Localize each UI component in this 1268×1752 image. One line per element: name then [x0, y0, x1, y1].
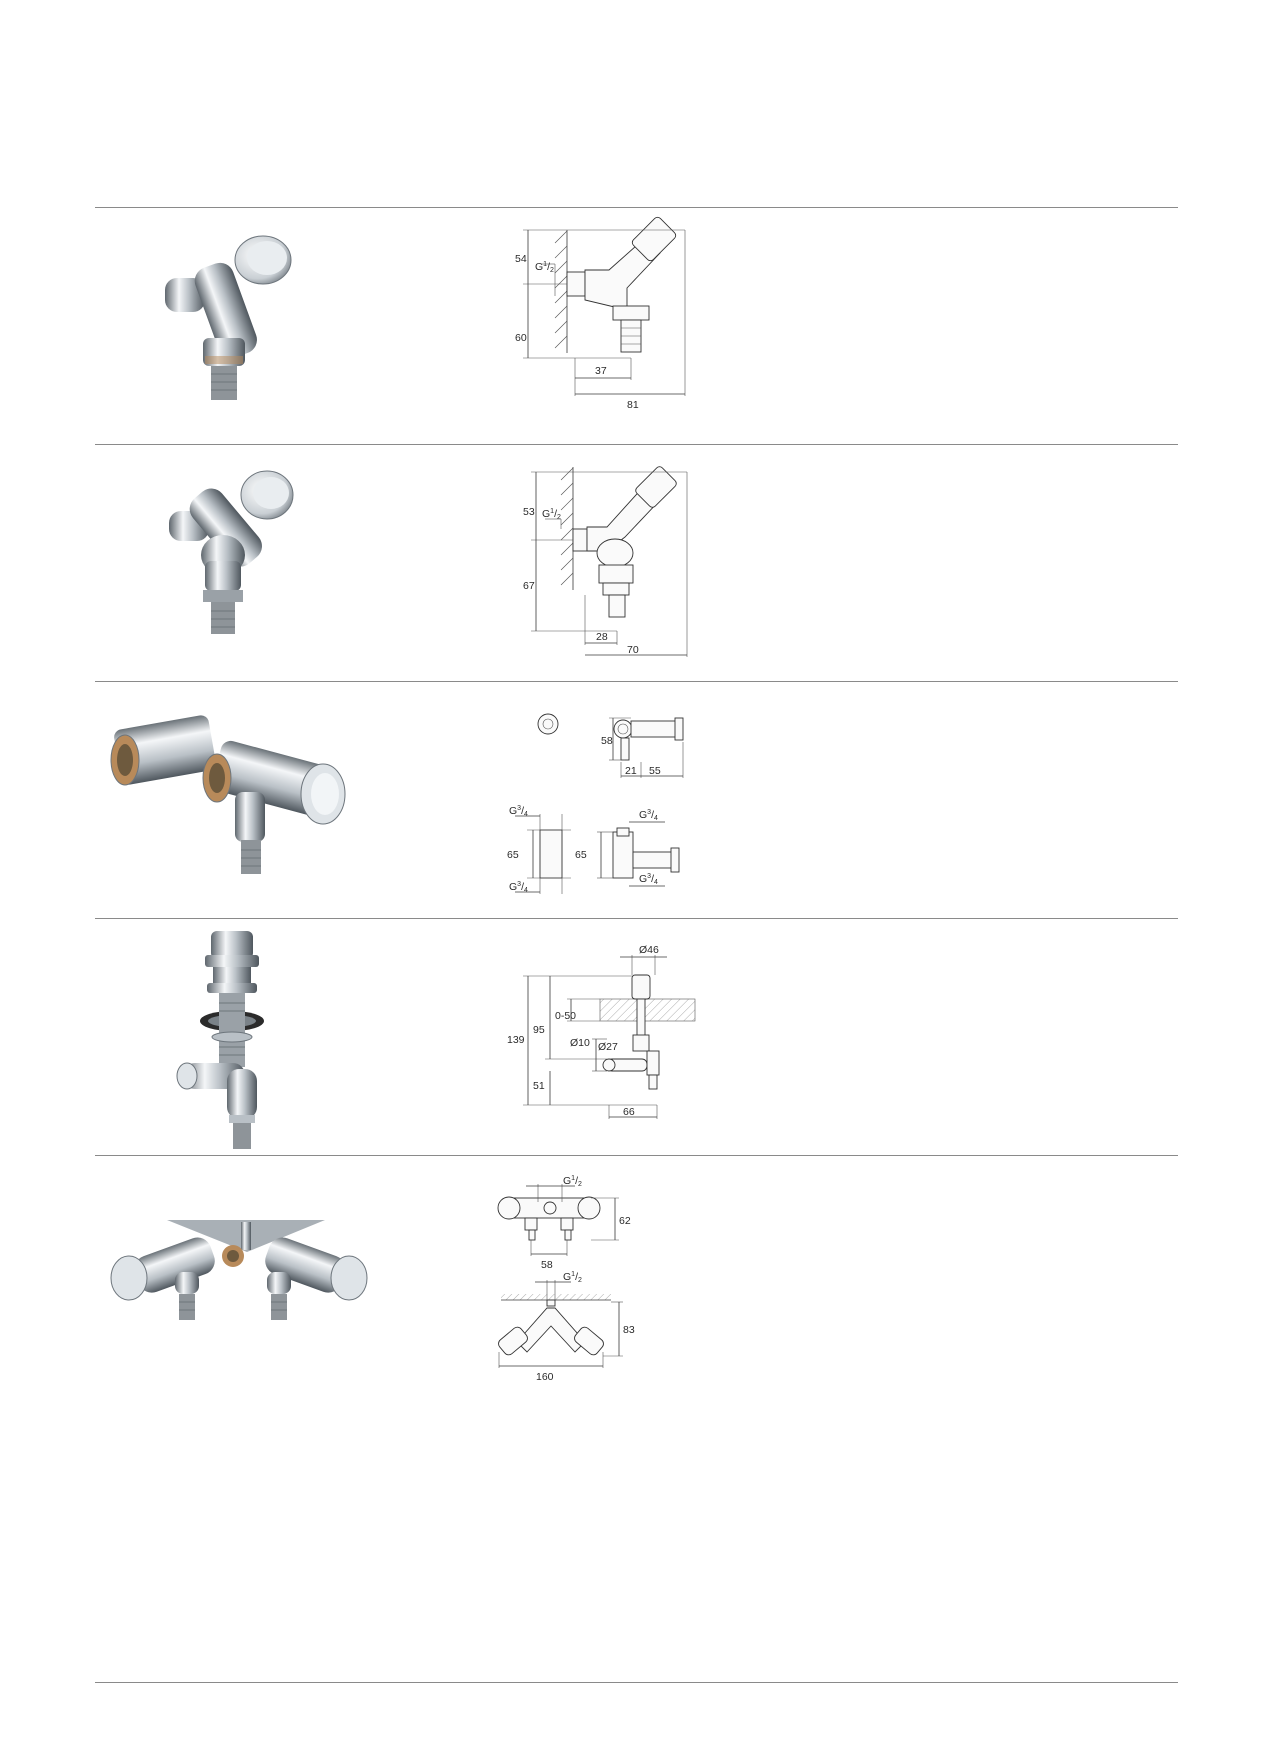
dim-width: 70: [627, 644, 639, 656]
product-photo: [95, 682, 425, 918]
dim-height: 60: [515, 332, 527, 344]
dim-thread-front: G1/2: [563, 1271, 582, 1284]
product-row-4: Ø46 139 0-50 95 Ø10 Ø27 51 66: [95, 919, 1178, 1155]
dim-dia-small: Ø10: [570, 1037, 590, 1049]
technical-drawing: 53 G1/2 67 28 70: [395, 445, 815, 681]
technical-drawing: 54 G1/2 60 37 81: [395, 208, 815, 444]
product-photo: [95, 208, 425, 444]
dim-offset: 28: [596, 631, 608, 643]
product-row-1: 54 G1/2 60 37 81: [95, 208, 1178, 444]
dim-dia-top: Ø46: [639, 944, 659, 956]
dim-len-right: 65: [575, 849, 587, 861]
divider-rule: [95, 918, 1178, 919]
technical-drawing: Ø46 139 0-50 95 Ø10 Ø27 51 66: [395, 919, 815, 1155]
divider-rule: [95, 1155, 1178, 1156]
divider-rule: [95, 681, 1178, 682]
dim-offset-a: 21: [625, 765, 637, 777]
product-row-2: 53 G1/2 67 28 70: [95, 445, 1178, 681]
dim-height: 83: [623, 1324, 635, 1336]
concealed-wall-valve-icon: [176, 931, 264, 1149]
dim-thread: G1/2: [535, 261, 554, 274]
dim-len-left: 65: [507, 849, 519, 861]
dim-bottom: 51: [533, 1080, 545, 1092]
technical-drawing: 58 21 55 G3/4 65 G3/4: [395, 682, 815, 918]
dim-range: 0-50: [555, 1010, 576, 1022]
dim-thread-top: G3/4: [509, 805, 528, 818]
product-photo: [95, 919, 425, 1155]
dim-width: 81: [627, 399, 639, 411]
dim-thread-bottom: G3/4: [509, 881, 528, 894]
product-photo: [95, 445, 425, 681]
dim-offset: 66: [623, 1106, 635, 1118]
product-photo: [95, 1156, 425, 1392]
angle-washing-machine-valve-icon: [165, 235, 292, 400]
divider-rule: [95, 207, 1178, 208]
double-outlet-valve-icon: [110, 1220, 368, 1320]
dim-thread: G1/2: [542, 508, 561, 521]
product-row-3: 58 21 55 G3/4 65 G3/4: [95, 682, 1178, 918]
dim-thread-right-bottom: G3/4: [639, 873, 658, 886]
dim-depth: 62: [619, 1215, 631, 1227]
product-row-5: G1/2 62 58 G1/2 83 160: [95, 1156, 1178, 1392]
angle-valve-with-check-valve-icon: [169, 470, 294, 634]
dim-dia-mid: Ø27: [598, 1041, 618, 1053]
dim-thread-right-top: G3/4: [639, 809, 658, 822]
technical-drawing: G1/2 62 58 G1/2 83 160: [395, 1156, 815, 1392]
dim-width: 160: [536, 1371, 554, 1383]
divider-rule: [95, 444, 1178, 445]
dim-height: 67: [523, 580, 535, 592]
dim-thread-top: G1/2: [563, 1175, 582, 1188]
dim-offset: 37: [595, 365, 607, 377]
dim-mid: 95: [533, 1024, 545, 1036]
extension-and-angle-valve-icon: [110, 715, 346, 874]
divider-rule: [95, 1682, 1178, 1683]
dim-height-a: 58: [601, 735, 613, 747]
dim-spacing: 58: [541, 1259, 553, 1271]
dim-top: 54: [515, 253, 527, 265]
dim-total: 139: [507, 1034, 525, 1046]
dim-top: 53: [523, 506, 535, 518]
dim-width-a: 55: [649, 765, 661, 777]
